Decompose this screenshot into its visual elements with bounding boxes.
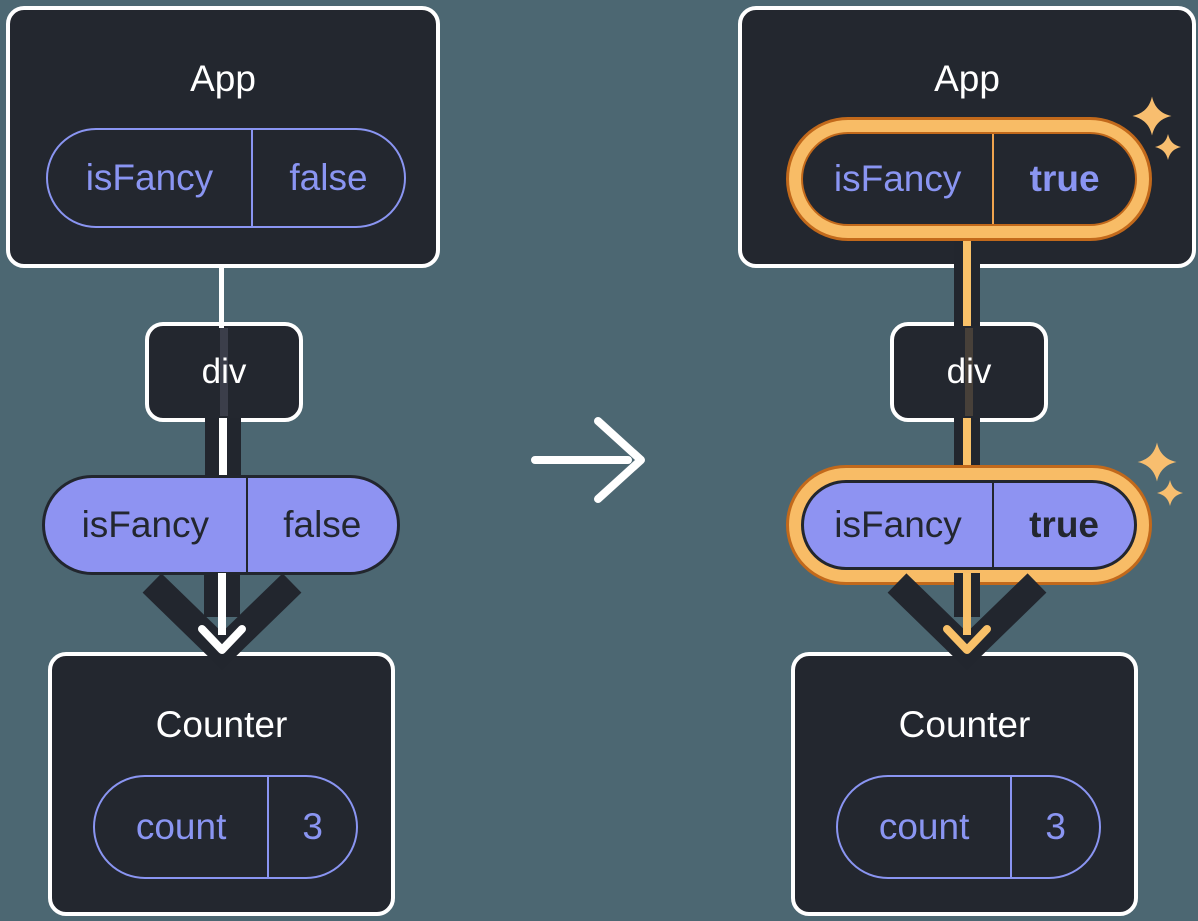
component-name: Counter [155, 704, 288, 745]
app-state-pill: isFancy false [46, 128, 406, 228]
sparkle-icon [1132, 96, 1172, 136]
edge-through-div [220, 328, 228, 416]
state-name: count [95, 777, 270, 877]
transition-arrow-icon [531, 417, 645, 503]
counter-component-card: Counter count 3 [791, 652, 1138, 916]
prop-pill: isFancy false [42, 475, 400, 575]
counter-state-pill: count 3 [836, 775, 1101, 879]
state-name: isFancy [48, 130, 253, 226]
state-value: false [289, 157, 368, 198]
state-name: isFancy [803, 134, 995, 224]
highlight-ring: isFancy true [786, 465, 1152, 585]
prop-value: true [1029, 504, 1099, 545]
highlight-ring: isFancy true [786, 117, 1152, 241]
counter-component-card: Counter count 3 [48, 652, 395, 916]
element-name: div [201, 352, 247, 391]
app-state-pill: isFancy true [801, 132, 1137, 226]
prop-pill: isFancy true [801, 480, 1137, 570]
props-flow-arrow [887, 573, 1047, 670]
element-name: div [946, 352, 992, 391]
component-name: App [934, 58, 1000, 99]
state-value: 3 [302, 806, 323, 847]
app-component-card: App isFancy false [6, 6, 440, 268]
counter-state-pill: count 3 [93, 775, 358, 879]
state-value: 3 [1045, 806, 1066, 847]
component-name: Counter [898, 704, 1031, 745]
sparkle-icon [1157, 480, 1183, 506]
app-to-div-edge [954, 238, 980, 326]
sparkle-icon [1155, 134, 1181, 160]
state-name: count [838, 777, 1013, 877]
div-to-prop-edge [205, 418, 241, 478]
prop-name: isFancy [45, 478, 248, 572]
sparkle-icon [1137, 442, 1177, 482]
edge-through-div [965, 328, 973, 416]
props-flow-arrow [142, 573, 302, 670]
div-element-card: div [145, 322, 303, 422]
div-element-card: div [890, 322, 1048, 422]
prop-value: false [283, 504, 362, 545]
app-to-div-edge [219, 266, 224, 328]
component-name: App [190, 58, 256, 99]
state-value: true [1029, 158, 1100, 199]
prop-name: isFancy [804, 483, 995, 567]
